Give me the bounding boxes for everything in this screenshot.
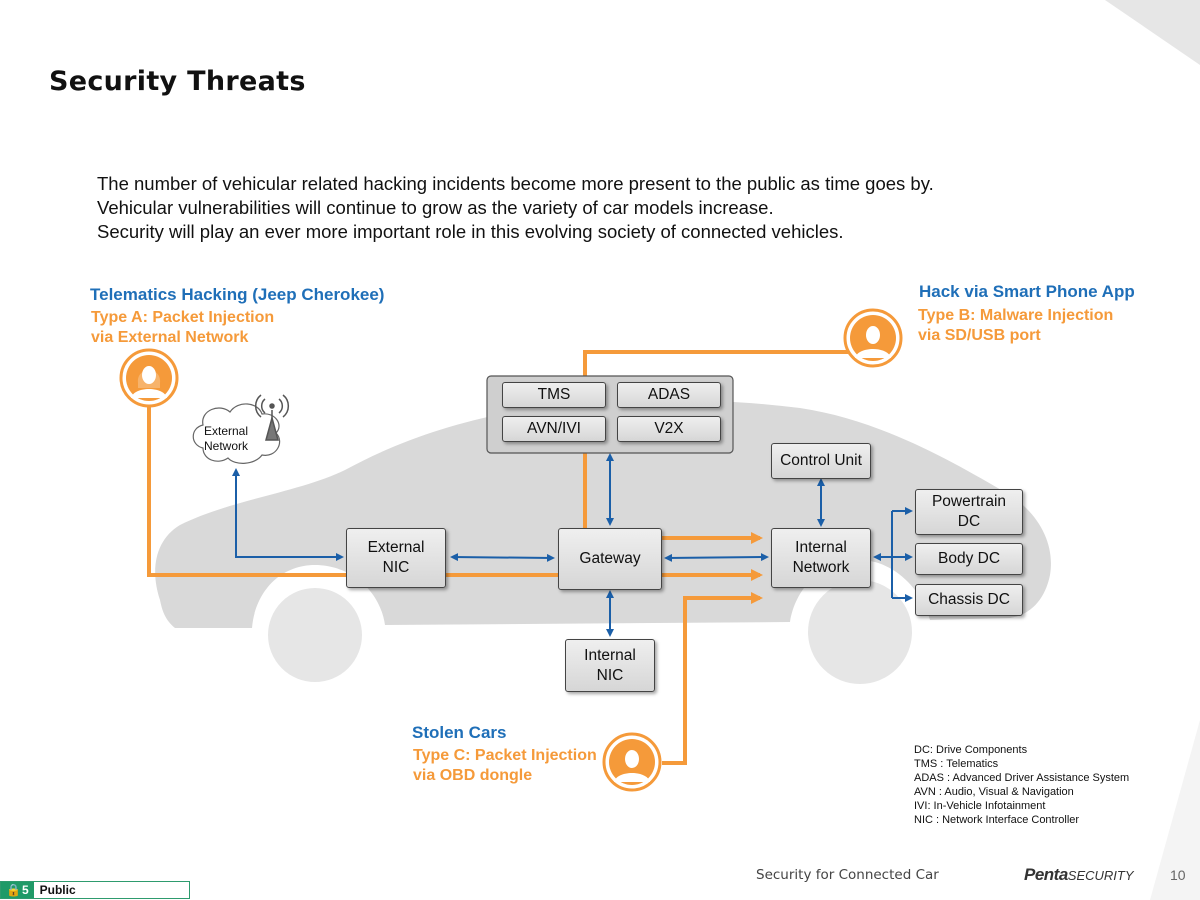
legend-item: DC: Drive Components (914, 744, 1028, 756)
intro-line: Vehicular vulnerabilities will continue … (97, 197, 774, 218)
lock-label: 5 (21, 883, 29, 897)
legend-item: ADAS : Advanced Driver Assistance System (914, 772, 1130, 784)
connector-gateway-internal (664, 553, 769, 562)
threat-c-heading: Stolen Cars (412, 723, 507, 742)
threat-b-type-line: Type B: Malware Injection (918, 307, 1114, 324)
classification-label: Public (39, 883, 76, 897)
classification-tag: 🔒 5 Public (0, 881, 190, 899)
node-adas: ADAS (617, 382, 721, 408)
node-chassis-dc: Chassis DC (915, 584, 1023, 616)
threat-c-type-line: Type C: Packet Injection (413, 747, 597, 764)
attack-path-a (147, 405, 763, 581)
intro-line: The number of vehicular related hacking … (97, 173, 934, 194)
threat-c-type-line: via OBD dongle (413, 767, 533, 784)
footer-title: Security for Connected Car (756, 867, 939, 883)
page-title: Security Threats (49, 66, 306, 97)
node-external-nic: External NIC (346, 528, 446, 588)
attack-path-c (662, 592, 763, 765)
threat-a-type: Type A: Packet Injection via External Ne… (91, 308, 274, 348)
node-tms: TMS (502, 382, 606, 408)
node-powertrain-dc: Powertrain DC (915, 489, 1023, 535)
threat-b-type: Type B: Malware Injection via SD/USB por… (918, 306, 1113, 346)
legend-item: NIC : Network Interface Controller (914, 814, 1080, 826)
external-network-cloud (192, 403, 281, 464)
threat-b-heading: Hack via Smart Phone App (919, 282, 1135, 301)
hacker-icon (602, 732, 662, 792)
node-body-dc: Body DC (915, 543, 1023, 575)
connectors (232, 453, 913, 637)
external-network-label: External Network (204, 424, 249, 453)
threat-b-type-line: via SD/USB port (918, 327, 1041, 344)
hacker-icon (843, 308, 903, 368)
hacker-icon (119, 348, 179, 408)
connector-network-nic (232, 468, 344, 561)
abbreviation-legend: DC: Drive Components TMS : Telematics AD… (914, 743, 1129, 827)
page-number: 10 (1170, 867, 1186, 883)
node-internal-nic: Internal NIC (565, 639, 655, 692)
threat-a-type-line: via External Network (91, 329, 249, 346)
connector-nic-gateway (450, 553, 555, 562)
threat-a-heading: Telematics Hacking (Jeep Cherokee) (90, 285, 385, 304)
intro-text: The number of vehicular related hacking … (97, 172, 934, 244)
intro-line: Security will play an ever more importan… (97, 221, 844, 242)
brand-logo-rest: SECURITY (1067, 868, 1134, 883)
legend-item: TMS : Telematics (914, 758, 999, 770)
legend-item: IVI: In-Vehicle Infotainment (914, 800, 1046, 812)
antenna-icon (254, 394, 290, 441)
node-control-unit: Control Unit (771, 443, 871, 479)
node-internal-network: Internal Network (771, 528, 871, 588)
threat-c-type: Type C: Packet Injection via OBD dongle (413, 746, 597, 786)
node-avn-ivi: AVN/IVI (502, 416, 606, 442)
legend-item: AVN : Audio, Visual & Navigation (914, 786, 1074, 798)
lock-icon: 🔒 5 (1, 882, 34, 898)
threat-a-type-line: Type A: Packet Injection (91, 309, 275, 326)
brand-logo: PentaSECURITY (1024, 865, 1134, 885)
node-gateway: Gateway (558, 528, 662, 590)
brand-logo-bold: Penta (1024, 865, 1068, 884)
node-v2x: V2X (617, 416, 721, 442)
